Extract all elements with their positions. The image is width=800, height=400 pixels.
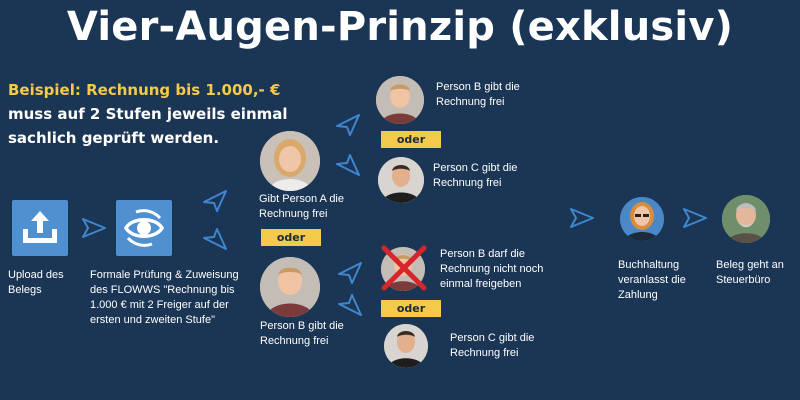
formal-check-label: Formale Prüfung & Zuweisung des FLOWWS "… [90, 269, 239, 326]
diagram-title: Vier-Augen-Prinzip (exklusiv) [66, 4, 734, 50]
send-arrow-icon [203, 228, 227, 250]
steuerbuero-avatar [722, 195, 770, 243]
steuerbuero-label: Beleg geht an Steuerbüro [716, 259, 784, 286]
send-arrow-icon [82, 218, 106, 238]
send-arrow-icon [338, 294, 362, 316]
top-person-c-avatar [378, 157, 424, 203]
eye-icon [116, 200, 172, 256]
cross-icon [380, 244, 428, 297]
or-badge: oder [381, 300, 441, 317]
person-b-first-label: Person B gibt die Rechnung frei [260, 320, 344, 347]
send-arrow-icon [336, 114, 360, 136]
send-arrow-icon [336, 154, 360, 176]
bottom-person-b-label: Person B darf die Rechnung nicht noch ei… [440, 248, 544, 290]
upload-icon [12, 200, 68, 256]
send-arrow-icon [338, 262, 362, 284]
upload-label: Upload des Belegs [8, 269, 64, 296]
buchhaltung-avatar [620, 197, 664, 241]
send-arrow-icon [570, 208, 594, 228]
person-a-avatar [260, 131, 320, 191]
bottom-person-c-avatar [384, 324, 428, 368]
top-person-b-label: Person B gibt die Rechnung frei [436, 81, 520, 108]
person-a-label: Gibt Person A die Rechnung frei [259, 193, 344, 220]
person-b-avatar [260, 257, 320, 317]
top-person-b-avatar [376, 76, 424, 124]
or-badge: oder [261, 229, 321, 246]
buchhaltung-label: Buchhaltung veranlasst die Zahlung [618, 259, 686, 301]
send-arrow-icon [203, 190, 227, 212]
or-badge: oder [381, 131, 441, 148]
intro-body: muss auf 2 Stufen jeweils einmal sachlic… [8, 105, 288, 147]
intro-highlight: Beispiel: Rechnung bis 1.000,- € [8, 81, 281, 99]
send-arrow-icon [683, 208, 707, 228]
bottom-person-c-label: Person C gibt die Rechnung frei [450, 332, 535, 359]
top-person-c-label: Person C gibt die Rechnung frei [433, 162, 518, 189]
intro-text: Beispiel: Rechnung bis 1.000,- € muss au… [8, 78, 298, 150]
